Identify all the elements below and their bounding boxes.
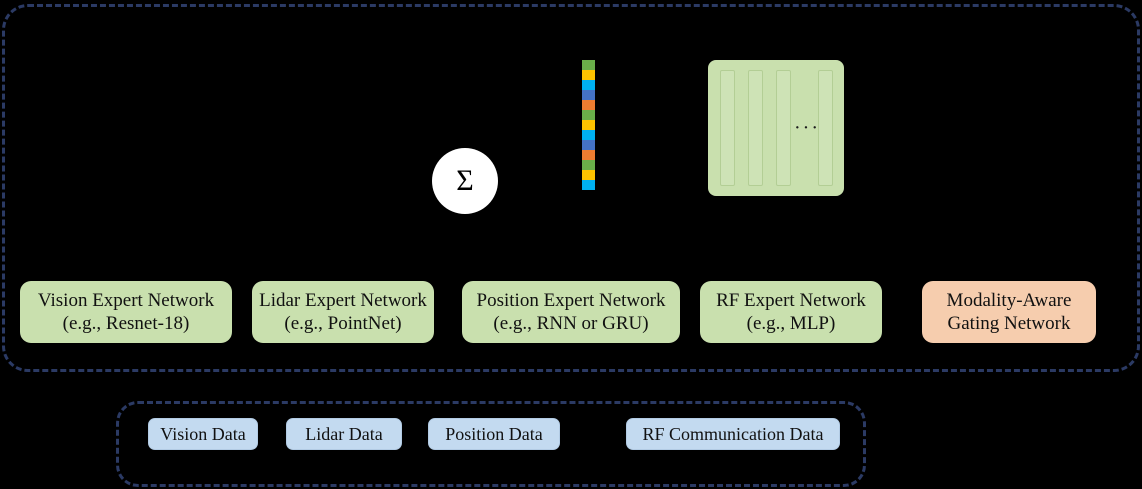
feature-vector-segment bbox=[582, 90, 595, 100]
expert-title: RF Expert Network bbox=[716, 289, 866, 311]
expert-subtitle: (e.g., RNN or GRU) bbox=[493, 313, 649, 334]
feature-vector-segment bbox=[582, 110, 595, 120]
data-chip-label: Lidar Data bbox=[305, 423, 383, 444]
weighted-sum-node: Σ bbox=[432, 148, 498, 214]
gating-subtitle: Gating Network bbox=[947, 313, 1071, 334]
sigma-symbol: Σ bbox=[456, 164, 474, 197]
expert-box-vision[interactable]: Vision Expert Network (e.g., Resnet-18) bbox=[20, 281, 232, 343]
feature-vector-segment bbox=[582, 140, 595, 150]
feature-vector-segment bbox=[582, 150, 595, 160]
fused-feature-vector bbox=[582, 60, 595, 190]
feature-vector-segment bbox=[582, 80, 595, 90]
expert-title: Lidar Expert Network bbox=[259, 289, 427, 311]
expert-bank-ellipsis: ··· bbox=[794, 117, 820, 139]
feature-vector-segment bbox=[582, 170, 595, 180]
expert-bank-bar bbox=[776, 70, 791, 186]
expert-box-lidar[interactable]: Lidar Expert Network (e.g., PointNet) bbox=[252, 281, 434, 343]
feature-vector-segment bbox=[582, 100, 595, 110]
feature-vector-segment bbox=[582, 70, 595, 80]
data-chip-label: RF Communication Data bbox=[642, 423, 824, 444]
expert-bank-bar bbox=[818, 70, 833, 186]
expert-box-rf[interactable]: RF Expert Network (e.g., MLP) bbox=[700, 281, 882, 343]
expert-subtitle: (e.g., MLP) bbox=[746, 313, 836, 334]
feature-vector-segment bbox=[582, 180, 595, 190]
expert-bank-block: ··· bbox=[708, 60, 844, 196]
expert-bank-bar bbox=[748, 70, 763, 186]
feature-vector-segment bbox=[582, 130, 595, 140]
expert-title: Position Expert Network bbox=[476, 289, 666, 311]
data-chip-position[interactable]: Position Data bbox=[428, 418, 560, 450]
expert-subtitle: (e.g., PointNet) bbox=[284, 313, 402, 334]
data-chip-vision[interactable]: Vision Data bbox=[148, 418, 258, 450]
gating-network-box[interactable]: Modality-Aware Gating Network bbox=[922, 281, 1096, 343]
expert-title: Vision Expert Network bbox=[37, 289, 215, 311]
data-chip-label: Vision Data bbox=[160, 423, 246, 444]
expert-box-position[interactable]: Position Expert Network (e.g., RNN or GR… bbox=[462, 281, 680, 343]
data-chip-lidar[interactable]: Lidar Data bbox=[286, 418, 402, 450]
data-chip-label: Position Data bbox=[445, 423, 543, 444]
input-data-boundary bbox=[116, 401, 866, 487]
feature-vector-segment bbox=[582, 120, 595, 130]
model-system-boundary bbox=[2, 4, 1140, 372]
feature-vector-segment bbox=[582, 60, 595, 70]
feature-vector-segment bbox=[582, 160, 595, 170]
expert-bank-bar bbox=[720, 70, 735, 186]
expert-subtitle: (e.g., Resnet-18) bbox=[62, 313, 190, 334]
gating-title: Modality-Aware bbox=[946, 289, 1072, 311]
data-chip-rf[interactable]: RF Communication Data bbox=[626, 418, 840, 450]
